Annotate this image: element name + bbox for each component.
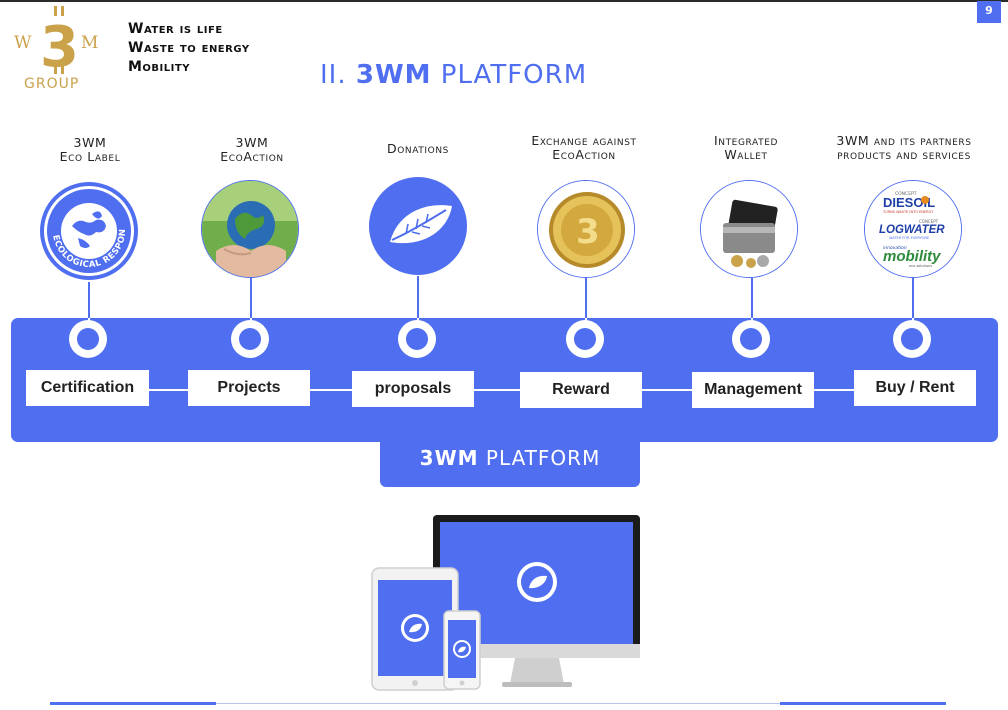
top-border xyxy=(0,0,1008,2)
svg-text:3: 3 xyxy=(576,212,600,252)
eco-label-seal-icon: ECOLOGICAL RESPONSABILITY xyxy=(36,180,138,280)
logo-letter-m: M xyxy=(81,33,98,53)
w3m-group-logo: W M 3 GROUP xyxy=(14,6,98,92)
platform-tab: 3WM PLATFORM xyxy=(380,436,640,487)
partners-logos-icon: CONCEPT DIESOIL TURNS WASTE INTO ENERGY … xyxy=(864,180,962,278)
title-prefix: II. xyxy=(320,60,356,90)
timeline-pin xyxy=(732,320,770,358)
tagline-line-2: Waste to energy xyxy=(128,40,250,56)
timeline-pin xyxy=(69,320,107,358)
connector-line xyxy=(912,278,914,322)
connector-line xyxy=(417,276,419,322)
stage-certification: Certification xyxy=(26,370,149,406)
gold-coin-icon: 3 xyxy=(537,180,635,278)
timeline-pin xyxy=(231,320,269,358)
devices-illustration xyxy=(371,515,640,691)
logo-letter-w: W xyxy=(14,33,32,53)
page-title: II. 3WM PLATFORM xyxy=(320,60,587,90)
footer-line xyxy=(216,703,780,704)
earth-in-hands-icon xyxy=(201,180,299,278)
timeline-pin xyxy=(398,320,436,358)
logwater-logo-text: LOGWATER xyxy=(879,224,945,236)
stage-buy-rent: Buy / Rent xyxy=(854,370,976,406)
platform-tab-rest: PLATFORM xyxy=(478,446,601,470)
wallet-icon xyxy=(700,180,798,278)
stage-management: Management xyxy=(692,372,814,408)
timeline-line xyxy=(40,389,970,391)
platform-band xyxy=(11,318,998,442)
platform-tab-bold: 3WM xyxy=(419,446,479,470)
title-bold: 3WM xyxy=(355,60,432,90)
title-rest: PLATFORM xyxy=(431,60,588,90)
mobility-logo-text: mobility xyxy=(883,248,941,265)
page-number: 9 xyxy=(977,1,1001,23)
connector-line xyxy=(88,282,90,322)
footer-accent-left xyxy=(50,702,216,705)
mobility-sub-text: eco solutions xyxy=(909,264,932,268)
connector-line xyxy=(751,278,753,322)
footer-accent-right xyxy=(780,702,946,705)
dieseoil-sub-text: TURNS WASTE INTO ENERGY xyxy=(882,210,934,214)
logo-number-3: 3 xyxy=(40,15,79,80)
connector-line xyxy=(585,278,587,322)
stage-proposals: proposals xyxy=(352,371,474,407)
tagline: Water is life Waste to energy Mobility xyxy=(128,20,250,77)
logwater-sub-text: WATER FOR EVERYONE xyxy=(889,236,929,240)
timeline-pin xyxy=(566,320,604,358)
mobility-pre-text: innovation xyxy=(883,245,907,251)
connector-line xyxy=(250,278,252,322)
stage-reward: Reward xyxy=(520,372,642,408)
stage-projects: Projects xyxy=(188,370,310,406)
logo-group-text: GROUP xyxy=(24,76,79,92)
logwater-concept-text: CONCEPT xyxy=(919,219,939,224)
leaf-icon xyxy=(369,177,467,275)
tagline-line-3: Mobility xyxy=(128,59,190,75)
dieseoil-concept-text: CONCEPT xyxy=(895,191,917,197)
label-donations: Donations xyxy=(387,141,449,156)
timeline-pin xyxy=(893,320,931,358)
tagline-line-1: Water is life xyxy=(128,21,223,37)
